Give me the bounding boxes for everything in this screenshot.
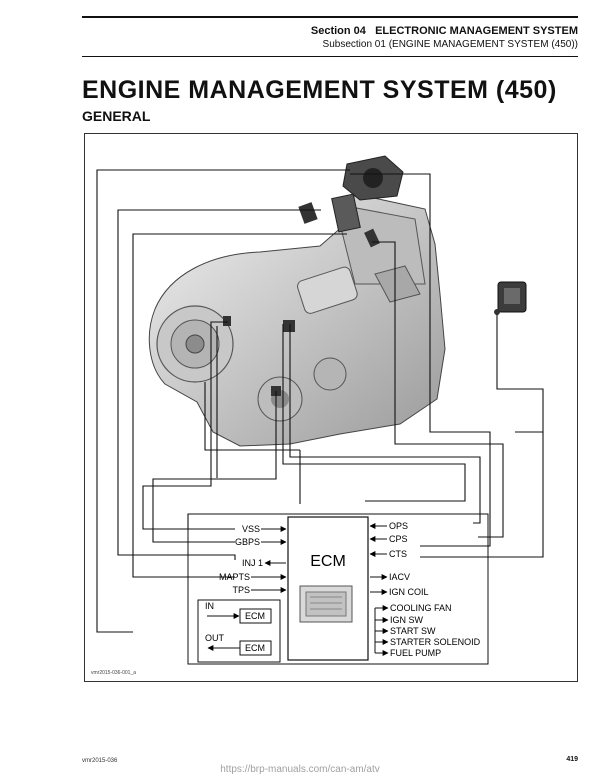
right-signal-arrows xyxy=(369,523,389,656)
signal-fuel-pump: FUEL PUMP xyxy=(390,648,441,658)
ecm-label: ECM xyxy=(310,553,346,570)
legend-out-box: ECM xyxy=(245,643,265,653)
signal-mapts: MAPTS xyxy=(219,572,250,582)
signal-cts: CTS xyxy=(389,549,407,559)
legend: IN ECM OUT ECM xyxy=(197,599,281,663)
signal-vss: VSS xyxy=(242,524,260,534)
section-title: ELECTRONIC MANAGEMENT SYSTEM xyxy=(375,25,578,37)
signal-start-sw: START SW xyxy=(390,626,436,636)
page-number: 419 xyxy=(566,756,578,763)
subsection-line: Subsection 01 (ENGINE MANAGEMENT SYSTEM … xyxy=(322,39,578,50)
figure-id: vmr2015-036-001_a xyxy=(91,670,137,676)
section-heading: GENERAL xyxy=(82,108,151,124)
page-title: ENGINE MANAGEMENT SYSTEM (450) xyxy=(82,76,557,104)
ecm-module-picture xyxy=(299,585,353,623)
legend-in-label: IN xyxy=(205,601,214,611)
legend-out-label: OUT xyxy=(205,633,225,643)
signal-iacv: IACV xyxy=(389,572,410,582)
signal-ops: OPS xyxy=(389,521,408,531)
signal-inj1: INJ 1 xyxy=(242,558,263,568)
engine-illustration xyxy=(148,155,527,447)
signal-cps: CPS xyxy=(389,534,408,544)
signal-frame xyxy=(187,513,489,665)
legend-in-box: ECM xyxy=(245,611,265,621)
watermark-link[interactable]: https://brp-manuals.com/can-am/atv xyxy=(220,764,380,775)
signal-cooling-fan: COOLING FAN xyxy=(390,603,452,613)
signal-ign-coil: IGN COIL xyxy=(389,587,429,597)
signal-gbps: GBPS xyxy=(235,537,260,547)
header-rule xyxy=(82,16,578,18)
engine-wiring-diagram: ECM VSS GBPS INJ 1 MAPTS TPS xyxy=(84,133,578,682)
signal-tps: TPS xyxy=(232,585,250,595)
footer-code: vmr2015-036 xyxy=(82,758,118,764)
diagram-svg: ECM VSS GBPS INJ 1 MAPTS TPS xyxy=(96,155,544,665)
wire-traces xyxy=(96,169,544,633)
section-line: Section 04 ELECTRONIC MANAGEMENT SYSTEM xyxy=(311,25,578,37)
header-rule-bottom xyxy=(82,56,578,57)
signal-starter-solenoid: STARTER SOLENOID xyxy=(390,637,481,647)
left-signal-arrows xyxy=(251,526,287,593)
signal-ign-sw: IGN SW xyxy=(390,615,424,625)
section-number: Section 04 xyxy=(310,25,366,37)
